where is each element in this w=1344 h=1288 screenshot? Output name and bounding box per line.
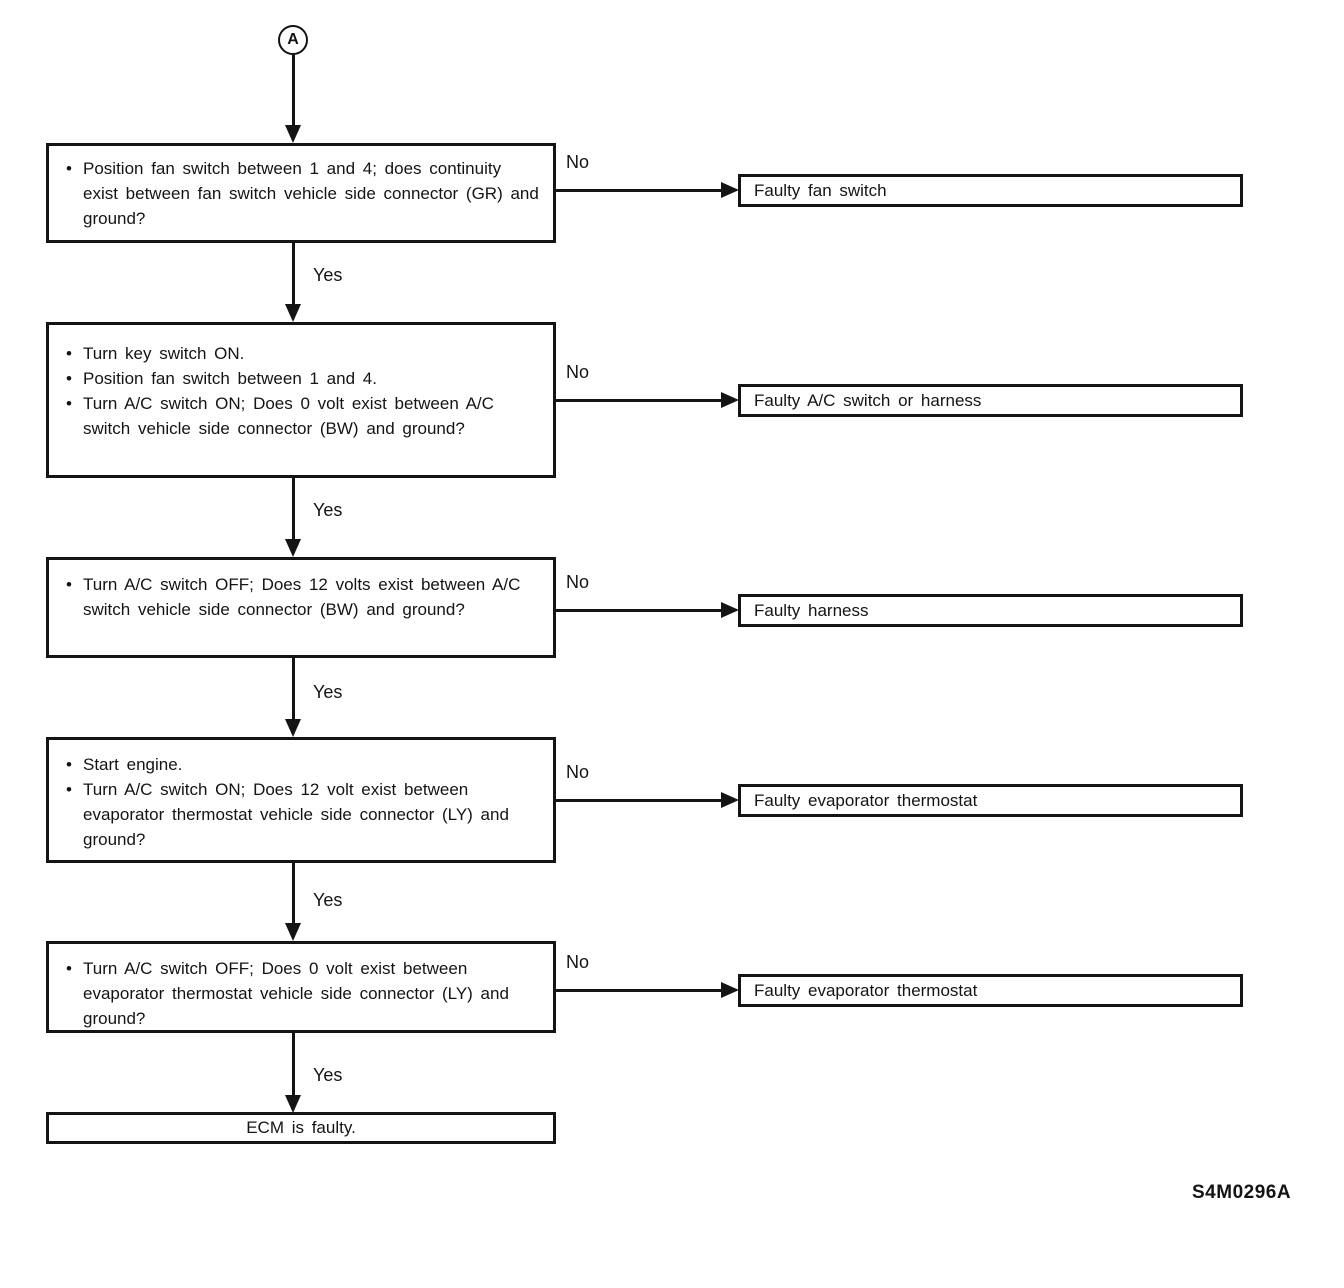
result-text: Faulty A/C switch or harness xyxy=(754,390,982,410)
flow-line xyxy=(292,863,295,923)
result-box-3: Faulty harness xyxy=(738,594,1243,627)
flow-line xyxy=(556,799,722,802)
bullet-text: Turn A/C switch ON; Does 12 volt exist b… xyxy=(83,780,509,849)
question-box-1: Position fan switch between 1 and 4; doe… xyxy=(46,143,556,243)
question-bullet: Turn A/C switch ON; Does 0 volt exist be… xyxy=(64,391,543,441)
arrow-down-icon xyxy=(285,125,301,143)
bullet-text: Turn A/C switch OFF; Does 12 volts exist… xyxy=(83,575,521,619)
result-box-2: Faulty A/C switch or harness xyxy=(738,384,1243,417)
question-bullet: Turn A/C switch ON; Does 12 volt exist b… xyxy=(64,777,543,852)
bullet-text: Turn A/C switch ON; Does 0 volt exist be… xyxy=(83,394,494,438)
arrow-right-icon xyxy=(721,602,739,618)
question-box-4: Start engine. Turn A/C switch ON; Does 1… xyxy=(46,737,556,863)
yes-label-3: Yes xyxy=(313,682,343,703)
result-text: Faulty harness xyxy=(754,600,869,620)
flow-line xyxy=(292,478,295,539)
arrow-down-icon xyxy=(285,304,301,322)
yes-label-1: Yes xyxy=(313,265,343,286)
arrow-down-icon xyxy=(285,1095,301,1113)
result-box-5: Faulty evaporator thermostat xyxy=(738,974,1243,1007)
bullet-text: Start engine. xyxy=(83,755,183,774)
flow-line xyxy=(556,399,722,402)
bullet-text: Position fan switch between 1 and 4; doe… xyxy=(83,159,539,228)
yes-label-4: Yes xyxy=(313,890,343,911)
question-bullet: Position fan switch between 1 and 4. xyxy=(64,366,543,391)
arrow-right-icon xyxy=(721,792,739,808)
question-bullet: Turn A/C switch OFF; Does 12 volts exist… xyxy=(64,572,543,622)
result-text: Faulty evaporator thermostat xyxy=(754,790,978,810)
connector-circle-a: A xyxy=(278,25,308,55)
final-box: ECM is faulty. xyxy=(46,1112,556,1144)
question-bullet: Turn key switch ON. xyxy=(64,341,543,366)
no-label-2: No xyxy=(566,362,590,383)
flow-line xyxy=(556,609,722,612)
result-box-4: Faulty evaporator thermostat xyxy=(738,784,1243,817)
flow-line xyxy=(292,243,295,306)
flow-line xyxy=(292,1033,295,1095)
figure-code: S4M0296A xyxy=(1192,1182,1292,1203)
question-bullet: Start engine. xyxy=(64,752,543,777)
arrow-right-icon xyxy=(721,392,739,408)
flow-line xyxy=(556,189,722,192)
question-box-2: Turn key switch ON. Position fan switch … xyxy=(46,322,556,478)
question-bullet: Turn A/C switch OFF; Does 0 volt exist b… xyxy=(64,956,543,1031)
question-box-3: Turn A/C switch OFF; Does 12 volts exist… xyxy=(46,557,556,658)
flow-line xyxy=(292,658,295,719)
arrow-down-icon xyxy=(285,539,301,557)
no-label-3: No xyxy=(566,572,590,593)
flow-line xyxy=(556,989,722,992)
arrow-down-icon xyxy=(285,923,301,941)
bullet-text: Turn key switch ON. xyxy=(83,344,245,363)
yes-label-2: Yes xyxy=(313,500,343,521)
no-label-4: No xyxy=(566,762,590,783)
final-text: ECM is faulty. xyxy=(246,1118,356,1137)
bullet-text: Position fan switch between 1 and 4. xyxy=(83,369,377,388)
arrow-right-icon xyxy=(721,982,739,998)
flow-line xyxy=(292,55,295,127)
question-bullet: Position fan switch between 1 and 4; doe… xyxy=(64,156,543,231)
connector-label: A xyxy=(287,31,299,48)
no-label-5: No xyxy=(566,952,590,973)
bullet-text: Turn A/C switch OFF; Does 0 volt exist b… xyxy=(83,959,509,1028)
no-label-1: No xyxy=(566,152,590,173)
result-text: Faulty evaporator thermostat xyxy=(754,980,978,1000)
arrow-right-icon xyxy=(721,182,739,198)
arrow-down-icon xyxy=(285,719,301,737)
yes-label-5: Yes xyxy=(313,1065,343,1086)
result-box-1: Faulty fan switch xyxy=(738,174,1243,207)
question-box-5: Turn A/C switch OFF; Does 0 volt exist b… xyxy=(46,941,556,1033)
result-text: Faulty fan switch xyxy=(754,180,887,200)
